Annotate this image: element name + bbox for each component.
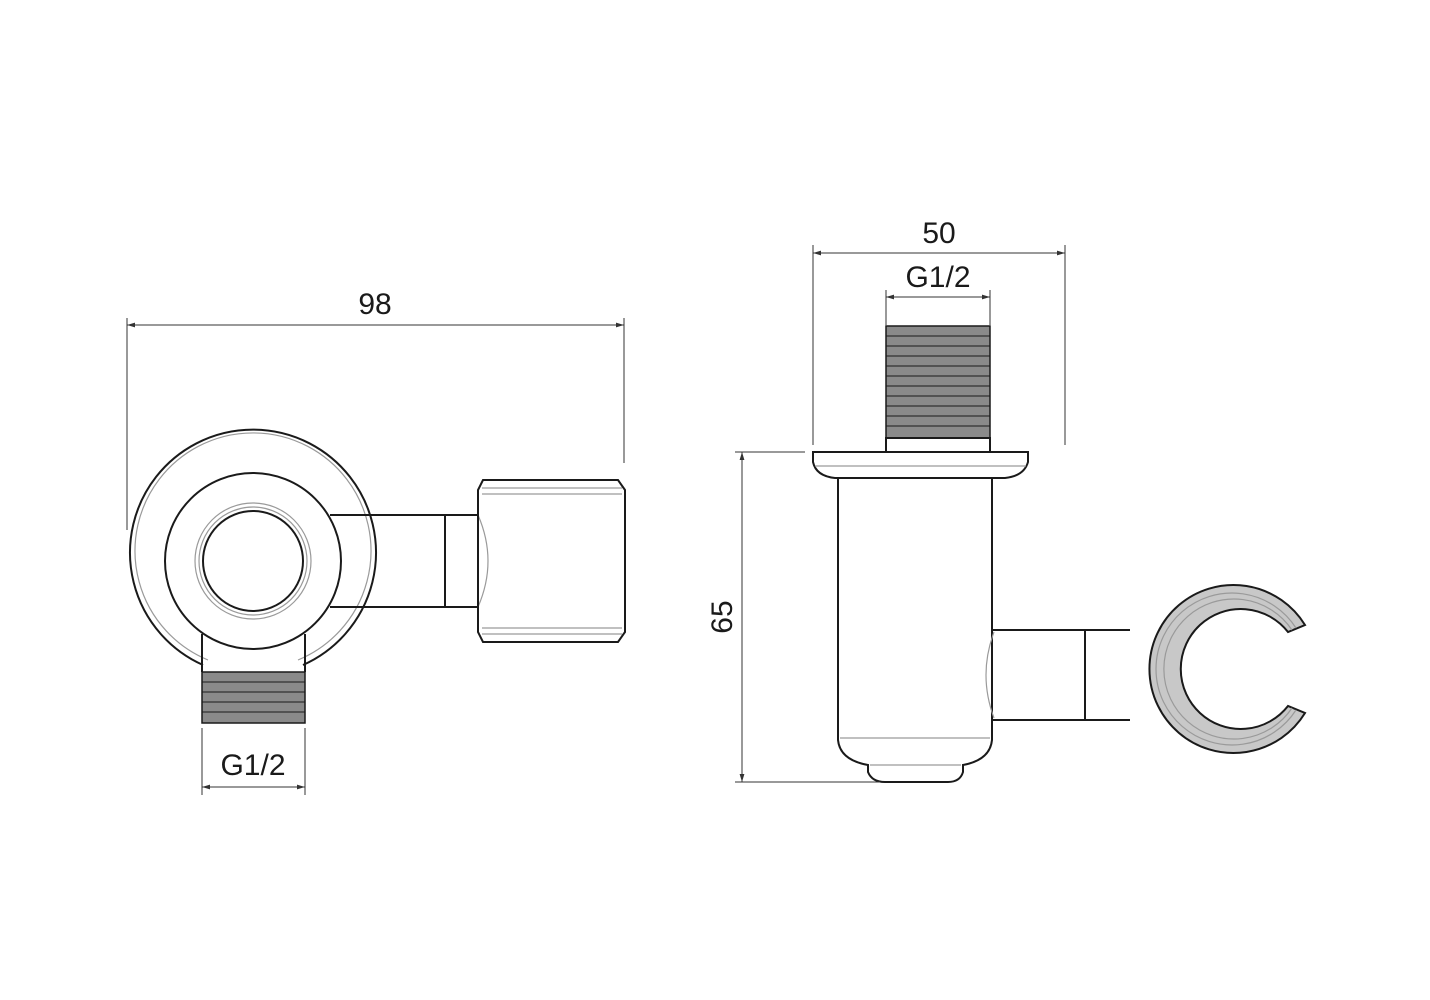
width-dimension-label: 98 [358,288,391,321]
right-view: 50 G1/2 [706,217,1307,783]
height-dimension: 65 [706,451,880,783]
outlet-thread [201,671,306,724]
width-dimension: 98 [126,288,625,530]
outlet-thread-label: G1/2 [220,749,285,782]
body [837,478,993,783]
inlet-thread-label: G1/2 [905,261,970,294]
inlet-thread-dimension: G1/2 [885,261,991,325]
holder-arm-side [985,629,1130,721]
wall-flange [129,428,377,666]
outlet-thread-dimension: G1/2 [201,728,306,795]
flange-width-label: 50 [922,217,955,250]
height-dimension-label: 65 [706,600,739,633]
flange-width-dimension: 50 [812,217,1066,445]
holder-arm [330,514,489,608]
outlet-body [164,472,342,672]
flange [812,451,1029,479]
inlet-thread [885,325,991,453]
hose-holder-clip [1148,584,1307,754]
left-view: 98 [126,288,626,795]
nut [477,479,626,643]
